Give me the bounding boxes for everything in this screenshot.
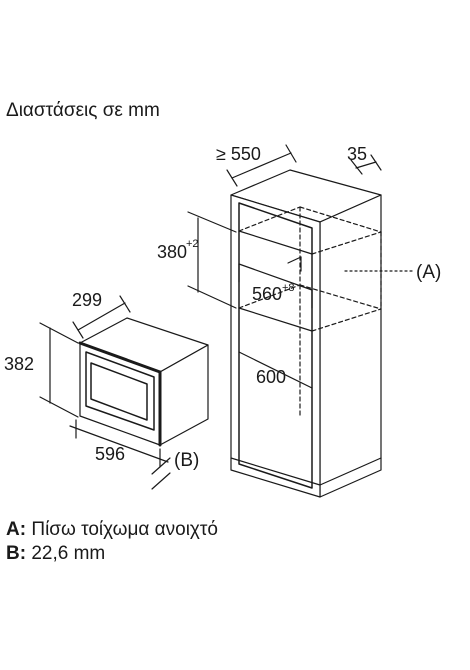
- dim-cabinet-depth: 600: [256, 367, 286, 387]
- legend-item-a: A: Πίσω τοίχωμα ανοιχτό: [6, 519, 218, 540]
- dim-niche-height-tol: +2: [186, 238, 199, 250]
- callout-b: (B): [174, 450, 199, 471]
- dim-unit-width: 596: [95, 444, 125, 464]
- dim-unit-depth: 299: [72, 290, 102, 310]
- dim-niche-width-tol: +8: [282, 282, 295, 294]
- tall-cabinet: [230, 169, 382, 498]
- callout-a: (A): [416, 262, 441, 283]
- legend-item-b: B: 22,6 mm: [6, 543, 106, 564]
- dim-unit-height: 382: [4, 354, 34, 374]
- microwave-unit: [78, 317, 209, 447]
- dim-niche-height: 380: [157, 242, 187, 262]
- page-title: Διαστάσεις σε mm: [6, 100, 160, 121]
- dim-niche-depth: ≥ 550: [216, 144, 261, 164]
- dim-side-offset: 35: [347, 144, 367, 164]
- legend: A: Πίσω τοίχωμα ανοιχτό B: 22,6 mm: [6, 518, 218, 566]
- dim-niche-width: 560: [252, 284, 282, 304]
